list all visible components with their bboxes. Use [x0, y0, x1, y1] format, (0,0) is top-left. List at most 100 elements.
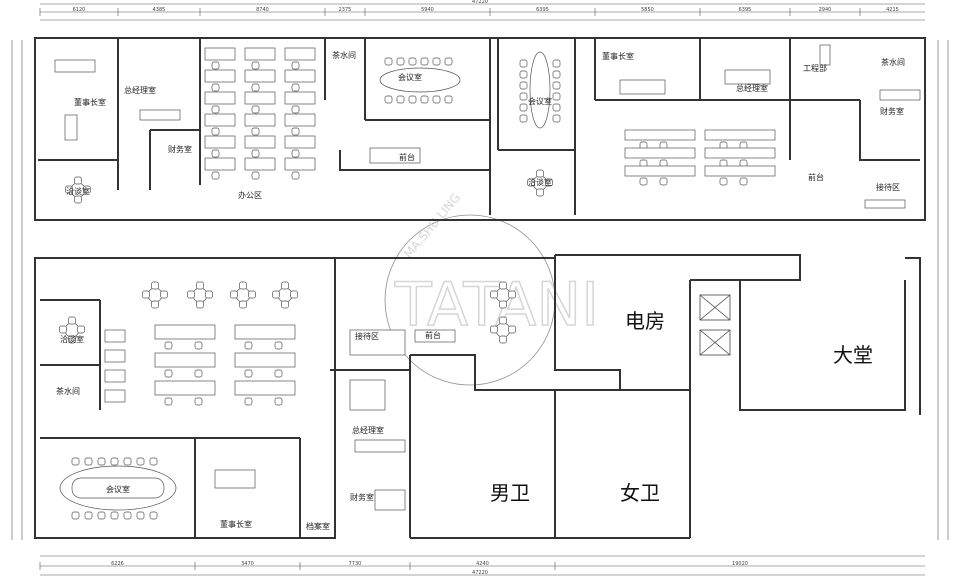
room-mens-restroom: 男卫 — [490, 481, 530, 505]
chair — [291, 105, 300, 114]
chair — [396, 95, 405, 104]
desk — [284, 69, 316, 83]
round-table — [495, 322, 511, 338]
chair — [291, 171, 300, 180]
desk — [139, 109, 181, 121]
chair — [74, 176, 82, 185]
desk — [234, 324, 296, 340]
desk — [104, 349, 126, 363]
chair — [151, 281, 159, 290]
chair — [552, 70, 561, 79]
chair — [552, 92, 561, 101]
chair — [274, 341, 283, 350]
dimension-label: 7730 — [349, 561, 362, 567]
chair — [536, 169, 544, 178]
dimension-label: 2940 — [819, 7, 832, 13]
desk — [204, 69, 236, 83]
chair — [251, 105, 260, 114]
desk — [204, 47, 236, 61]
chair — [194, 369, 203, 378]
chair — [84, 511, 93, 520]
chair — [274, 369, 283, 378]
room-finance: 财务室 — [168, 144, 192, 154]
chair — [194, 397, 203, 406]
chair — [244, 397, 253, 406]
room-lobby: 大堂 — [833, 343, 873, 367]
desk — [244, 157, 276, 171]
round-table — [495, 287, 511, 303]
room-electric: 电房 — [625, 309, 665, 333]
chair — [251, 127, 260, 136]
chair — [136, 457, 145, 466]
chair — [552, 103, 561, 112]
dimension-sides — [11, 40, 949, 540]
chair — [639, 177, 648, 186]
chair — [83, 185, 91, 194]
chair — [396, 57, 405, 66]
desk — [284, 91, 316, 105]
desk — [704, 129, 776, 141]
room-pantry-lower: 茶水间 — [56, 386, 80, 396]
desk — [154, 380, 216, 396]
chair — [290, 290, 298, 299]
conference-table-2 — [529, 51, 551, 129]
chair — [149, 511, 158, 520]
chair — [211, 83, 220, 92]
dimension-label: 6395 — [739, 7, 752, 13]
desk — [204, 157, 236, 171]
svg-text:47220: 47220 — [472, 0, 488, 5]
room-archive: 档案室 — [306, 521, 330, 531]
dimension-label: 8740 — [256, 7, 269, 13]
chair — [194, 341, 203, 350]
dimension-label: 4385 — [153, 7, 166, 13]
upper-block — [34, 37, 926, 221]
chair — [164, 341, 173, 350]
chair — [499, 335, 507, 344]
chair — [110, 511, 119, 520]
chair — [420, 95, 429, 104]
room-reception: 前台 — [399, 152, 415, 162]
room-conference-2: 会议室 — [528, 96, 552, 106]
chair — [552, 114, 561, 123]
desk — [154, 324, 216, 340]
room-chairman-lower: 董事长室 — [220, 519, 252, 529]
chair — [196, 281, 204, 290]
chair — [164, 397, 173, 406]
room-pantry-2: 茶水间 — [881, 57, 905, 67]
desk — [154, 352, 216, 368]
chair — [211, 127, 220, 136]
room-conference-lower: 会议室 — [106, 484, 130, 494]
chair — [251, 83, 260, 92]
chair — [432, 95, 441, 104]
chair — [211, 149, 220, 158]
chair — [251, 61, 260, 70]
room-meeting-lower: 洽谈室 — [60, 334, 84, 344]
dimension-label: 6120 — [73, 7, 86, 13]
chair — [519, 81, 528, 90]
chair — [230, 290, 238, 299]
lower-block — [34, 254, 921, 539]
chair — [384, 95, 393, 104]
chair — [545, 178, 553, 187]
desk — [879, 89, 921, 101]
conference-table — [379, 67, 461, 93]
dimension-label: 6395 — [536, 7, 549, 13]
chair — [248, 290, 256, 299]
chair — [552, 81, 561, 90]
chair — [408, 95, 417, 104]
desk — [624, 147, 696, 159]
round-table — [147, 287, 163, 303]
room-womens-restroom: 女卫 — [620, 481, 660, 505]
desk — [104, 369, 126, 383]
chair — [499, 300, 507, 309]
desk — [204, 135, 236, 149]
desk — [284, 157, 316, 171]
desk — [724, 69, 771, 85]
chair — [71, 511, 80, 520]
dimension-label: 5850 — [641, 7, 654, 13]
chair — [196, 300, 204, 309]
desk — [374, 489, 406, 511]
dimension-label: 4240 — [476, 561, 489, 567]
chair — [408, 57, 417, 66]
